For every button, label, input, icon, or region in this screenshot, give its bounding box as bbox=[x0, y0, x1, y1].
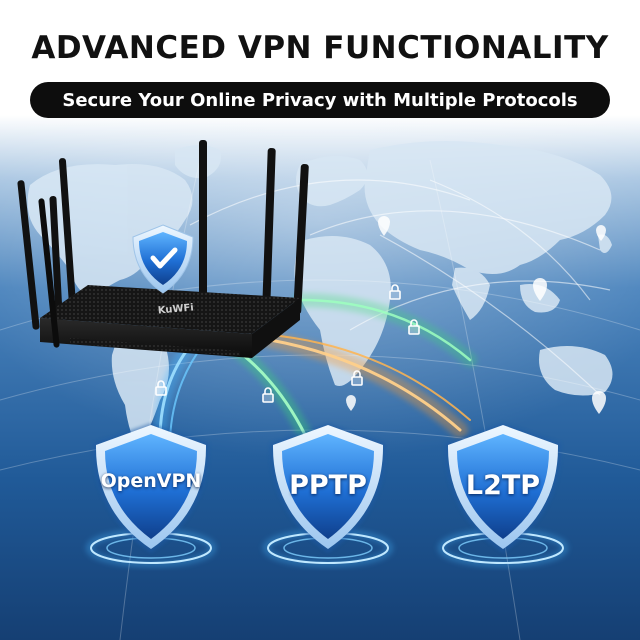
lock-icon bbox=[155, 284, 420, 403]
headline: ADVANCED VPN FUNCTIONALITY bbox=[31, 30, 609, 66]
orange-data-stream bbox=[262, 332, 471, 438]
pptp-shield bbox=[269, 423, 387, 553]
subheadline: Secure Your Online Privacy with Multiple… bbox=[62, 89, 578, 111]
protocol-label-l2tp: L2TP bbox=[465, 470, 541, 501]
protocol-label-pptp: PPTP bbox=[289, 470, 367, 501]
protocol-label-openvpn: OpenVPN bbox=[100, 470, 202, 492]
protocol-shields bbox=[92, 423, 562, 553]
shield-check-icon bbox=[132, 224, 194, 294]
subheadline-pill: Secure Your Online Privacy with Multiple… bbox=[30, 82, 610, 118]
network-arcs bbox=[189, 179, 611, 396]
router: KuWFi bbox=[17, 140, 309, 358]
router-brand: KuWFi bbox=[157, 302, 194, 316]
l2tp-shield bbox=[444, 423, 562, 553]
location-pin-icon bbox=[346, 216, 606, 414]
openvpn-shield bbox=[92, 423, 210, 553]
